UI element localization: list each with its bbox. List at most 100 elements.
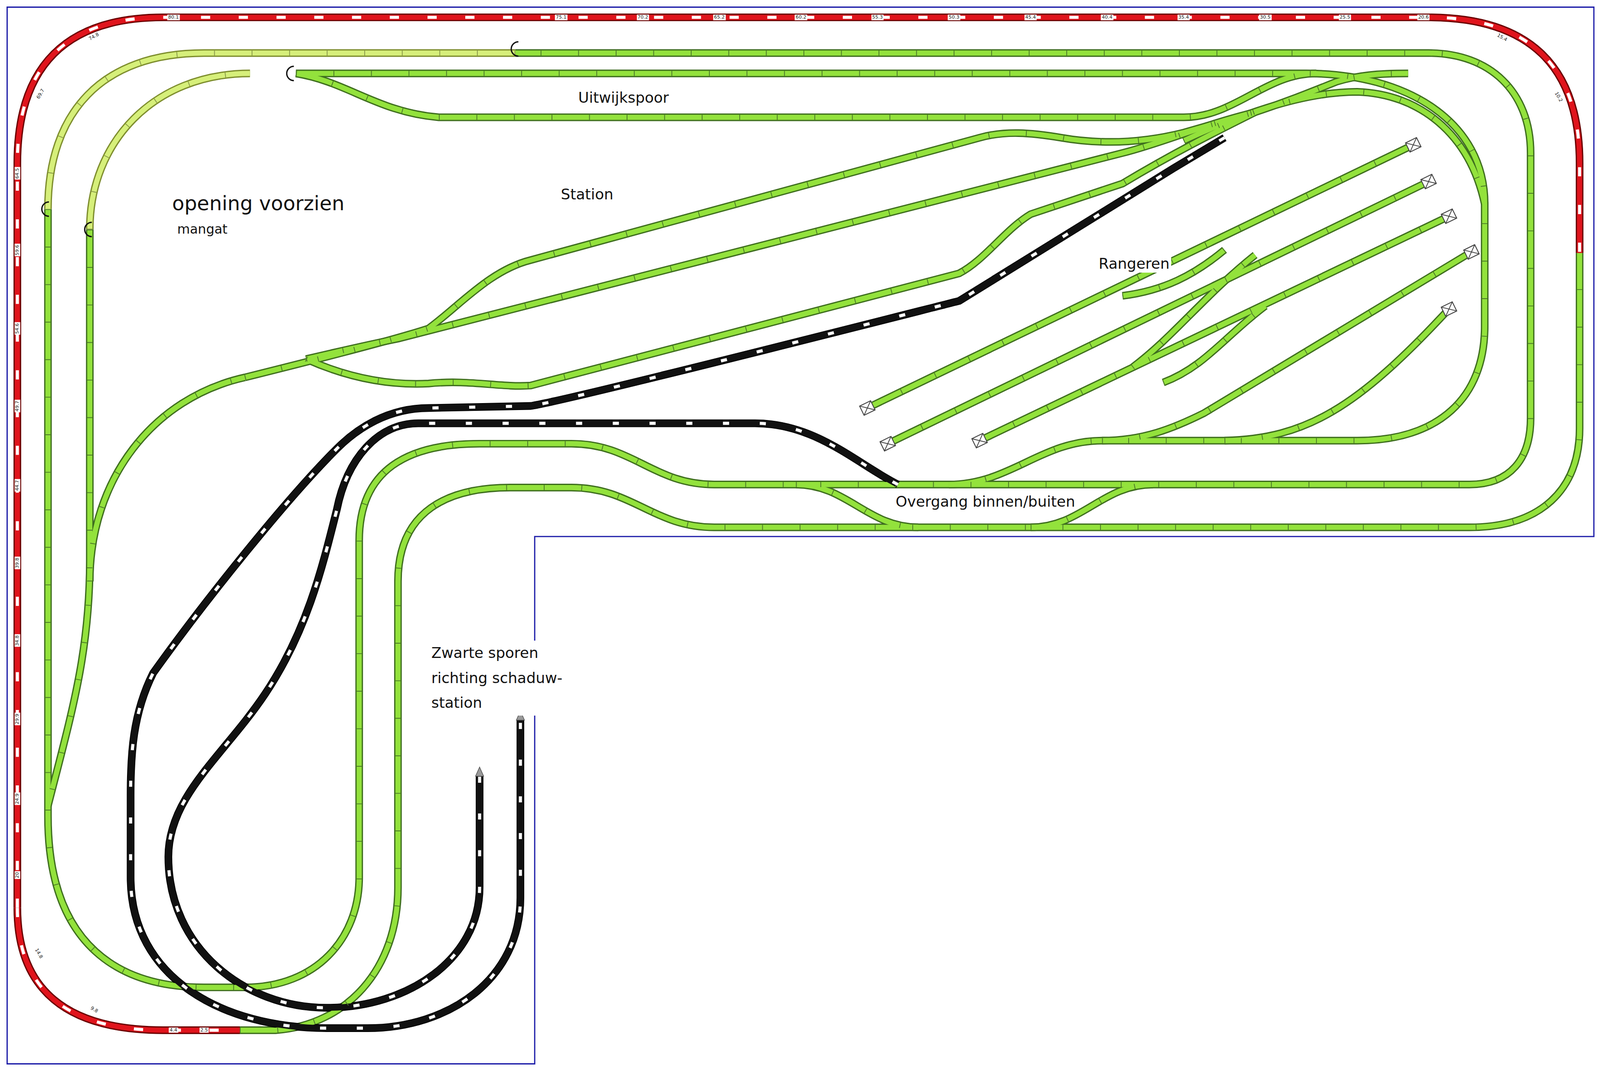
yard-end — [880, 436, 896, 452]
end-box — [1441, 208, 1457, 224]
distance-marker: 50.3 — [947, 14, 961, 21]
distance-marker: 20.6 — [1417, 14, 1431, 21]
track-outline — [239, 253, 1580, 1031]
end-box — [880, 436, 896, 452]
distance-marker: 4.4 — [168, 1028, 179, 1034]
distance-marker: 39.8 — [14, 557, 21, 570]
track-joint — [887, 181, 1429, 445]
track-joint — [1163, 306, 1266, 383]
end-cross — [1420, 174, 1437, 190]
distance-marker: 54.6 — [14, 322, 21, 336]
track-rail — [1224, 309, 1450, 441]
distance-marker: 15.4 — [1495, 32, 1509, 43]
distance-marker: 60.2 — [794, 14, 808, 21]
yard-end — [1463, 244, 1480, 260]
end-cross — [1405, 137, 1421, 153]
area-label: Station — [559, 185, 616, 204]
distance-marker: 20 — [14, 871, 21, 880]
track-rail — [295, 73, 1316, 118]
distance-marker: 80.1 — [167, 14, 180, 21]
distance-marker: 44.7 — [14, 479, 21, 493]
distance-marker: 25.5 — [1338, 14, 1352, 21]
track-joint — [244, 73, 1409, 378]
distance-marker: 74.8 — [87, 31, 101, 43]
track-joint — [168, 423, 898, 1009]
area-label: mangat — [175, 221, 230, 238]
track-rail — [48, 229, 90, 807]
distance-marker: 9.8 — [88, 1005, 100, 1016]
end-box — [1420, 174, 1437, 190]
distance-marker: 14.8 — [33, 947, 45, 961]
track-joint — [17, 907, 240, 1031]
distance-marker: 59.6 — [14, 243, 21, 257]
track-joint — [239, 253, 1580, 1031]
distance-marker: 2.5 — [199, 1028, 209, 1034]
track-rail — [1163, 306, 1266, 383]
distance-marker: 40.4 — [1100, 14, 1114, 21]
track-rail — [1102, 251, 1472, 441]
track-rail — [17, 907, 240, 1031]
track-joint — [306, 112, 1256, 386]
area-label: Rangeren — [1097, 254, 1172, 273]
track-outline — [17, 17, 1580, 908]
distance-marker: 29.9 — [14, 713, 21, 726]
track-joint-group — [17, 17, 1580, 1031]
track-joint — [17, 17, 1580, 908]
track-end — [475, 767, 484, 777]
track-joint — [48, 52, 516, 209]
track-rail — [867, 144, 1414, 409]
yard-end-group — [859, 137, 1480, 451]
yard-end — [1441, 208, 1457, 224]
end-box — [1441, 301, 1457, 317]
track-joint — [48, 229, 90, 807]
distance-marker: 49.7 — [14, 399, 21, 413]
distance-marker: 64.5 — [14, 167, 21, 180]
area-label: Overgang binnen/buiten — [894, 493, 1078, 511]
yard-end — [1420, 174, 1437, 190]
end-box — [971, 433, 988, 449]
track-outline-group — [17, 17, 1580, 1031]
track-outline — [1102, 251, 1472, 441]
end-cross — [971, 433, 988, 449]
distance-marker: 35.4 — [1177, 14, 1191, 21]
area-label: Uitwijkspoor — [576, 88, 671, 107]
track-joint — [1102, 251, 1472, 441]
distance-marker: 65.2 — [713, 14, 726, 21]
yard-end — [1441, 301, 1457, 317]
end-cross — [880, 436, 896, 452]
track-outline — [130, 137, 1225, 1029]
track-joint — [89, 377, 245, 582]
track-rail — [168, 423, 898, 1009]
track-outline — [89, 377, 245, 582]
distance-marker: 30.5 — [1259, 14, 1272, 21]
distance-marker: 10.2 — [1552, 90, 1564, 104]
buffer-stop — [84, 222, 92, 237]
distance-marker: 24.9 — [14, 792, 21, 806]
track-fill-group — [17, 17, 1580, 1031]
track-rail — [1183, 91, 1485, 205]
distance-marker: 69.7 — [35, 87, 47, 101]
area-label: opening voorzien — [170, 191, 347, 216]
track-joint — [295, 73, 1485, 485]
track-joint — [867, 144, 1414, 409]
distance-marker: 55.3 — [871, 14, 885, 21]
distance-marker: 70.2 — [636, 14, 650, 21]
buffer-stop — [41, 202, 49, 217]
track-joint — [130, 137, 1225, 1029]
distance-marker: 75.1 — [555, 14, 568, 21]
yard-end — [971, 433, 988, 449]
end-box — [1405, 137, 1421, 153]
yard-end — [859, 401, 876, 416]
track-joint — [295, 73, 1316, 118]
track-outline — [295, 73, 1316, 118]
track-joint — [1224, 309, 1450, 441]
buffer-stop — [511, 41, 519, 56]
yard-end — [1405, 137, 1421, 153]
end-cross — [1463, 244, 1480, 260]
distance-marker: 34.8 — [14, 634, 21, 648]
track-rail — [130, 137, 1225, 1029]
buffer-stop — [286, 66, 294, 81]
distance-marker: 45.4 — [1024, 14, 1038, 21]
